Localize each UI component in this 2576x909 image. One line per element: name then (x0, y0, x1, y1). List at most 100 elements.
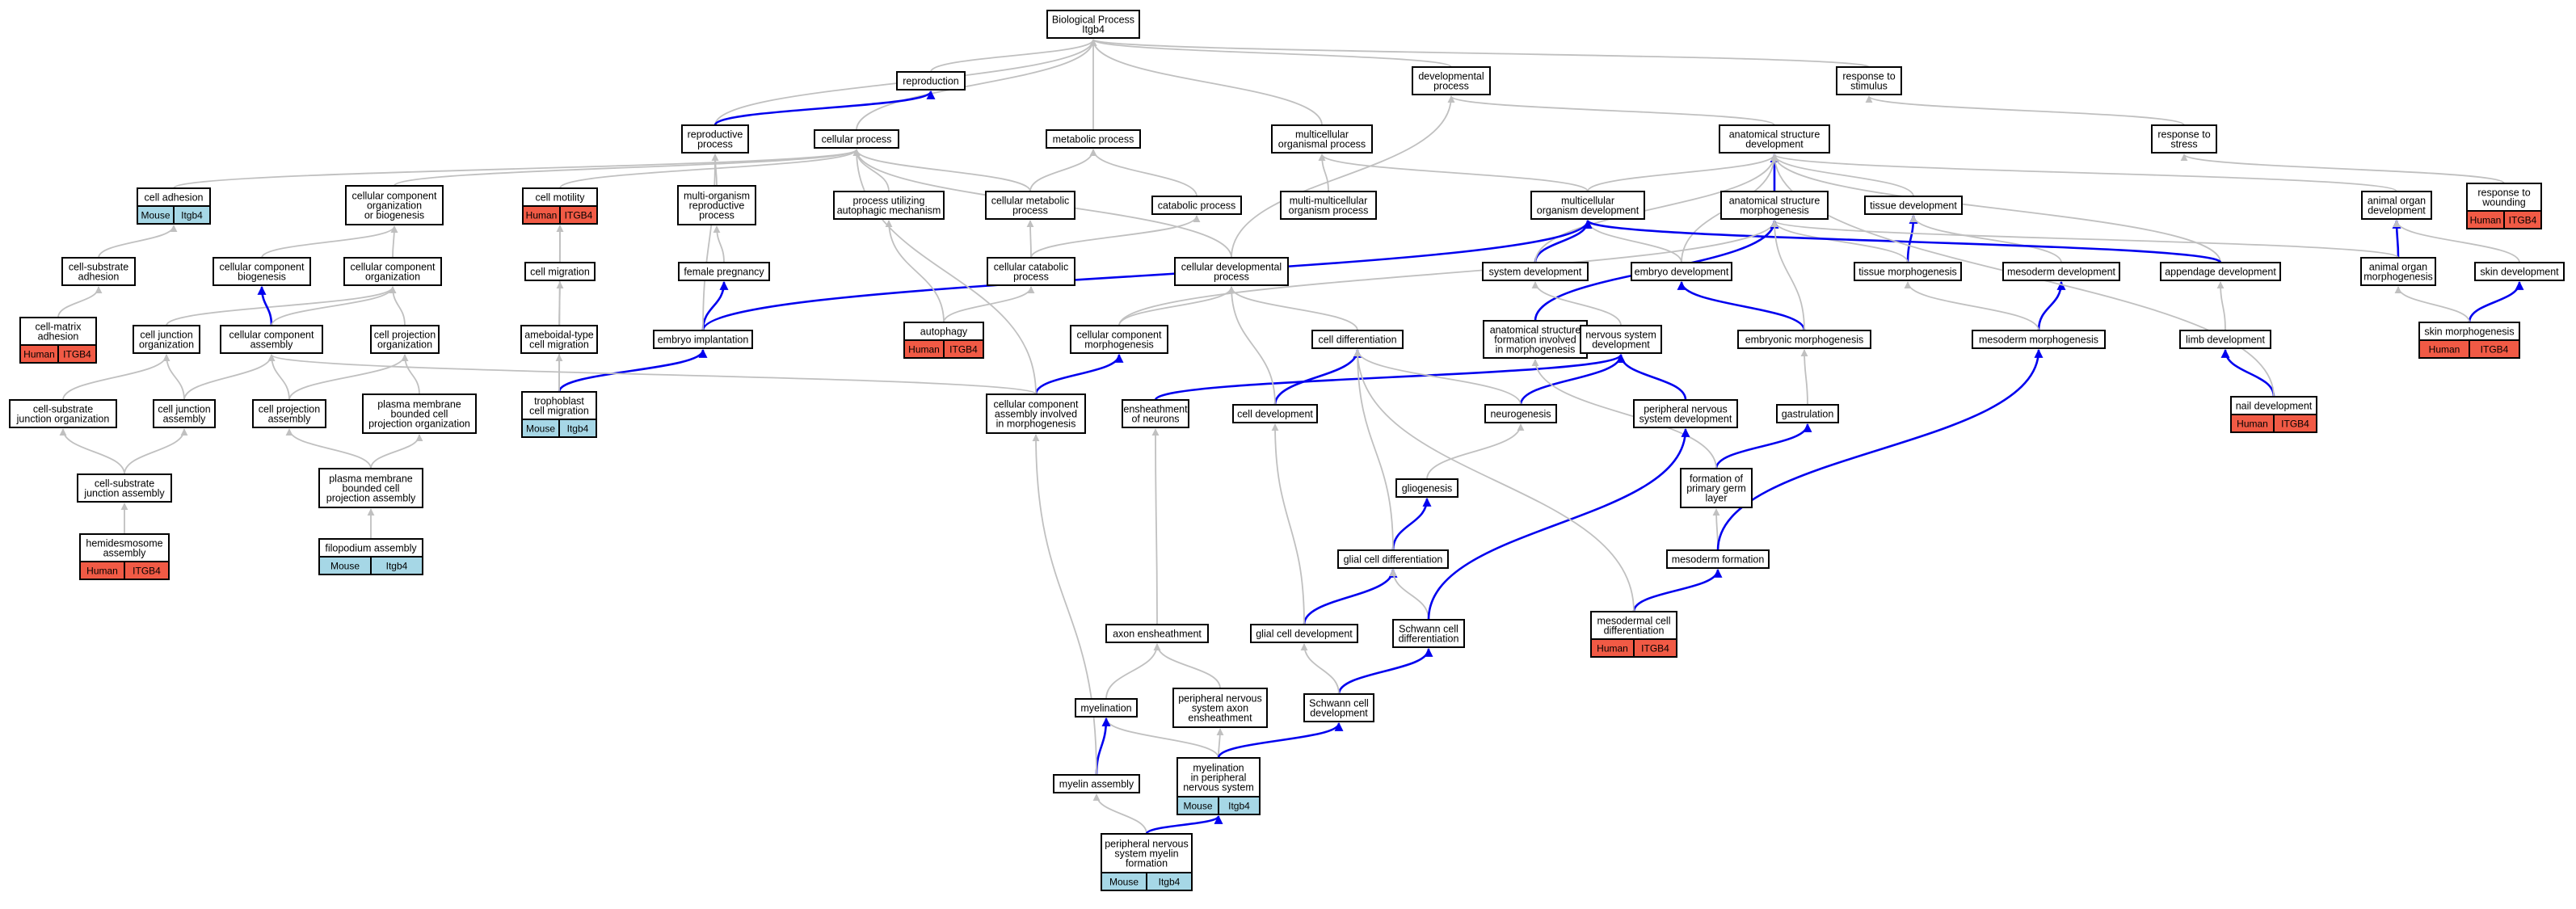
go-term-node-myelination[interactable]: myelination (1075, 698, 1138, 718)
go-term-node-cell_migration[interactable]: cell migration (524, 262, 596, 281)
edge-autophagy-to-cell_catabolic (943, 286, 1035, 323)
go-term-node-mesoderm_dev[interactable]: mesoderm development (2002, 262, 2120, 281)
term-label: cell junction (140, 330, 192, 341)
term-box (1631, 262, 1732, 281)
go-term-node-reproduction[interactable]: reproduction (896, 71, 966, 90)
go-term-node-cell_diff[interactable]: cell differentiation (1311, 330, 1404, 349)
term-box (1271, 124, 1373, 154)
go-term-node-appendage_dev[interactable]: appendage development (2160, 262, 2281, 281)
edge-nail_dev-to-limb_dev (2220, 348, 2275, 398)
go-term-node-tissue_dev[interactable]: tissue development (1864, 196, 1963, 215)
badge-gene-cell (1633, 638, 1677, 658)
term-label: cellular component (352, 191, 437, 202)
go-term-node-tissue_morph[interactable]: tissue morphogenesis (1854, 262, 1962, 281)
badge-gene-label: Itgb4 (386, 561, 408, 572)
go-term-node-embryo_impl[interactable]: embryo implantation (653, 330, 753, 349)
term-box (1046, 10, 1140, 39)
go-term-node-cell_dev[interactable]: cell development (1232, 404, 1318, 423)
go-term-node-mesoderm_morph[interactable]: mesoderm morphogenesis (1972, 330, 2106, 349)
term-box (220, 325, 323, 354)
go-term-node-cellular_process[interactable]: cellular process (814, 129, 899, 149)
go-term-node-catabolic[interactable]: catabolic process (1151, 196, 1242, 215)
go-term-node-glial_dev[interactable]: glial cell development (1250, 624, 1358, 643)
go-term-node-neurogenesis[interactable]: neurogenesis (1484, 404, 1557, 423)
badge-gene-label: Itgb4 (181, 210, 203, 221)
go-term-node-metabolic[interactable]: metabolic process (1046, 129, 1141, 149)
go-term-node-gliogenesis[interactable]: gliogenesis (1395, 478, 1458, 498)
go-term-node-glial_diff[interactable]: glial cell differentiation (1337, 549, 1449, 569)
go-term-node-mesoderm_form[interactable]: mesoderm formation (1666, 549, 1770, 569)
go-term-node-axon_ensheath[interactable]: axon ensheathment (1105, 624, 1209, 643)
go-term-node-system_dev[interactable]: system development (1482, 262, 1589, 281)
term-box (1174, 257, 1289, 286)
go-term-node-embryo_dev[interactable]: embryo development (1631, 262, 1732, 281)
go-term-node-gastrulation[interactable]: gastrulation (1776, 404, 1839, 423)
go-term-node-limb_dev[interactable]: limb development (2179, 330, 2271, 349)
badge-gene-cell (1146, 872, 1193, 891)
go-term-node-skin_dev[interactable]: skin development (2474, 262, 2565, 281)
go-term-node-myelin_asm[interactable]: myelin assembly (1053, 774, 1140, 793)
term-label: process (1012, 205, 1048, 217)
go-term-node-female_preg[interactable]: female pregnancy (678, 262, 770, 281)
term-label: process (1214, 271, 1249, 283)
term-box (1776, 404, 1839, 423)
term-box (370, 325, 440, 354)
go-term-node-embryonic_morph[interactable]: embryonic morphogenesis (1737, 330, 1871, 349)
